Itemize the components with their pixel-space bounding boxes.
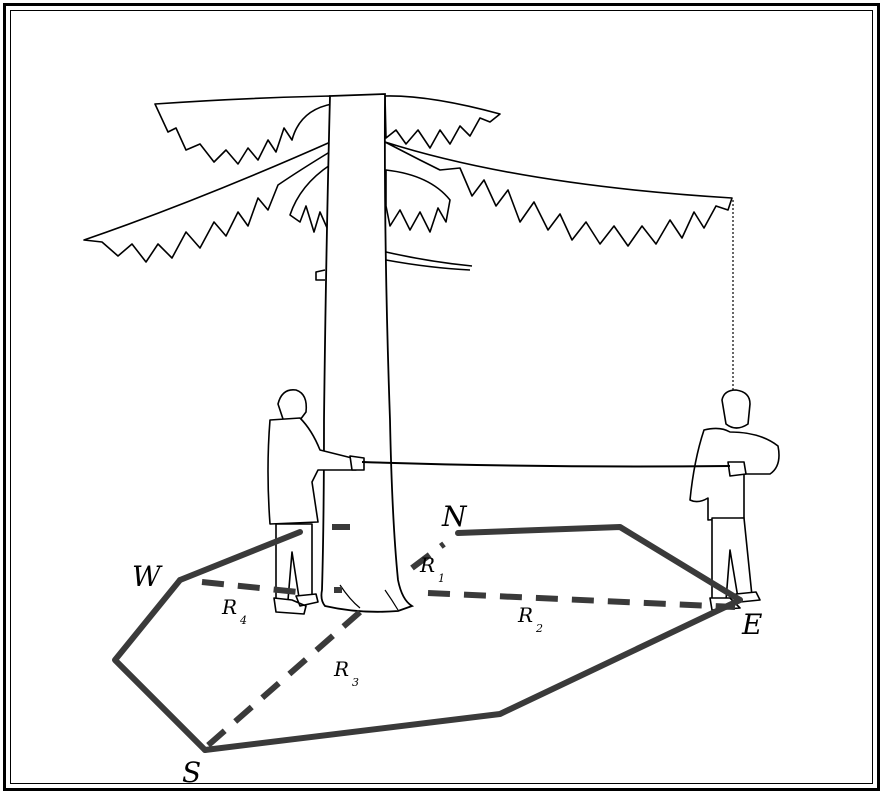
label-r3: R (333, 657, 349, 681)
outline-south-to-west (115, 580, 205, 750)
label-north: N (441, 500, 468, 533)
outline-north-to-east (458, 527, 740, 600)
person-left-hand (350, 456, 364, 470)
branch-inner-left (290, 165, 330, 232)
label-r4-sub: 4 (239, 614, 247, 627)
label-r1-sub: 1 (438, 572, 445, 585)
outline-east-to-south (205, 600, 740, 750)
branch-upper-right (385, 96, 500, 148)
person-right-head (722, 390, 750, 428)
branch-stub-left (316, 270, 325, 280)
label-r1: R (419, 553, 435, 577)
measuring-tape (362, 462, 730, 467)
person-left-head (278, 390, 306, 422)
label-west: W (132, 560, 163, 593)
tree-branches (84, 96, 732, 280)
label-south: S (182, 756, 201, 789)
radius-r2-line (428, 593, 735, 607)
label-r3-sub: 3 (352, 676, 359, 689)
label-r4: R (221, 595, 237, 619)
person-right-hand (728, 462, 746, 476)
label-r2-sub: 2 (535, 622, 543, 635)
branch-inner-right (386, 170, 450, 232)
label-east: E (741, 608, 762, 641)
branch-stub-right (386, 252, 472, 266)
label-r2: R (517, 603, 533, 627)
